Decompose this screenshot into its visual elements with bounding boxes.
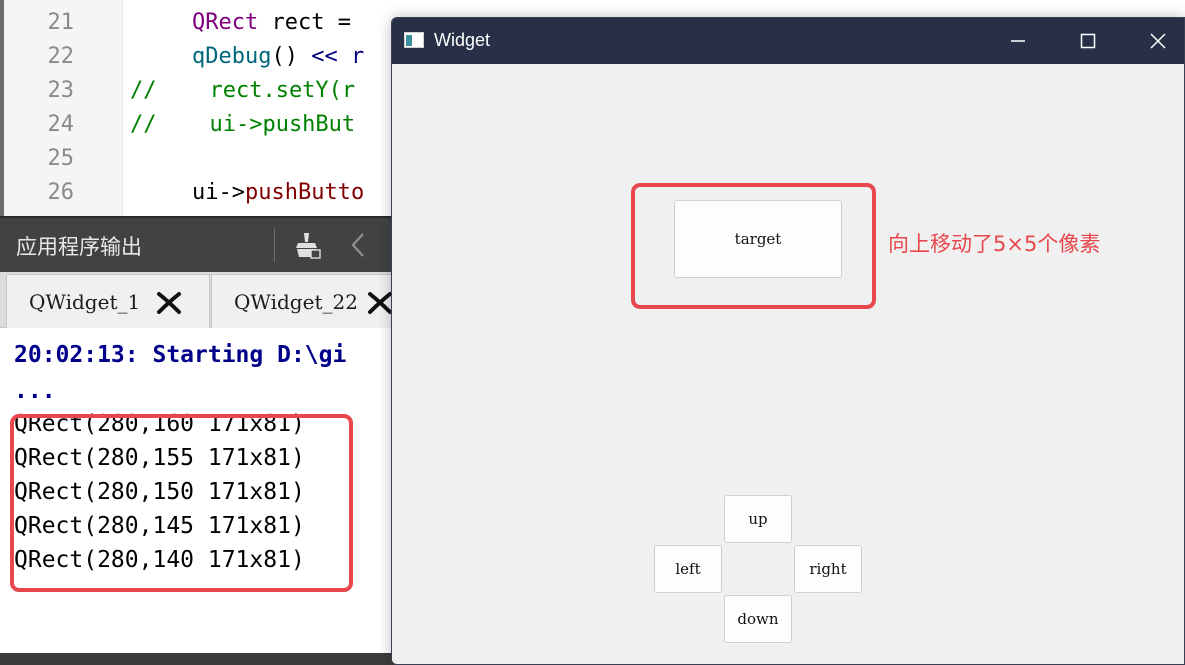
code-editor[interactable]: 21 22 23 24 25 26 QRect rect = qDebug() … — [0, 0, 400, 216]
up-button[interactable]: up — [724, 495, 792, 543]
app-window-icon — [404, 32, 424, 48]
close-button[interactable] — [1123, 18, 1184, 64]
output-line: QRect(280,150 171x81) — [14, 479, 305, 505]
code-member: pushButto — [244, 180, 365, 205]
close-icon — [1150, 33, 1166, 49]
code-text: () — [271, 44, 312, 69]
widget-client-area: target 向上移动了5×5个像素 up left right down — [392, 64, 1184, 664]
down-button[interactable]: down — [724, 595, 792, 643]
output-line: ... — [14, 378, 56, 404]
editor-edge-bar — [0, 0, 4, 216]
output-tab-qwidget-1[interactable]: QWidget_1 — [6, 274, 210, 328]
output-line: QRect(280,155 171x81) — [14, 445, 305, 471]
code-text: r — [337, 44, 365, 69]
output-tab-bar: QWidget_1 QWidget_22 — [0, 272, 411, 328]
window-title: Widget — [434, 30, 491, 50]
chevron-left-icon[interactable] — [346, 230, 370, 260]
line-number-gutter: 21 22 23 24 25 26 — [0, 0, 123, 216]
output-tab-qwidget-22[interactable]: QWidget_22 — [211, 274, 411, 328]
line-number: 24 — [47, 112, 75, 137]
line-number: 23 — [47, 78, 75, 103]
target-button[interactable]: target — [674, 200, 842, 278]
minimize-icon — [1011, 40, 1025, 42]
output-pane-header: 应用程序输出 — [0, 216, 400, 272]
maximize-button[interactable] — [1053, 18, 1123, 64]
status-strip — [0, 653, 400, 665]
close-icon[interactable] — [366, 289, 394, 317]
code-operator: << — [311, 44, 338, 69]
line-number: 21 — [47, 10, 75, 35]
output-line: QRect(280,140 171x81) — [14, 547, 305, 573]
code-line: QRect rect = — [192, 10, 364, 35]
target-highlight-box — [631, 183, 876, 309]
code-text: rect = — [258, 10, 365, 35]
output-line: QRect(280,145 171x81) — [14, 513, 305, 539]
code-text: ui-> — [192, 180, 245, 205]
code-line: qDebug() << r — [192, 44, 364, 69]
right-button[interactable]: right — [794, 545, 862, 593]
left-button[interactable]: left — [654, 545, 722, 593]
output-console[interactable]: 20:02:13: Starting D:\gi ... QRect(280,1… — [0, 328, 400, 653]
close-icon[interactable] — [155, 289, 183, 317]
code-comment-line: // ui->pushBut — [130, 112, 356, 137]
toolbar-separator — [274, 228, 275, 262]
annotation-text: 向上移动了5×5个像素 — [888, 232, 1101, 256]
output-line: 20:02:13: Starting D:\gi — [14, 342, 347, 368]
line-number: 25 — [47, 146, 75, 171]
line-number: 22 — [47, 44, 75, 69]
clear-output-icon[interactable] — [292, 230, 322, 260]
window-titlebar[interactable]: Widget — [392, 18, 1184, 64]
line-number: 26 — [47, 180, 75, 205]
code-function: qDebug — [192, 44, 272, 69]
tab-label: QWidget_1 — [29, 290, 141, 314]
tab-label: QWidget_22 — [234, 290, 358, 314]
code-comment-line: // rect.setY(r — [130, 78, 356, 103]
output-highlight-box — [10, 414, 353, 592]
maximize-icon — [1080, 33, 1096, 49]
code-line: ui->pushButto — [192, 180, 364, 205]
code-type: QRect — [192, 10, 259, 35]
output-pane-title: 应用程序输出 — [16, 235, 142, 259]
widget-window: Widget target 向上移动了5×5个像素 up left right … — [391, 17, 1185, 665]
minimize-button[interactable] — [983, 18, 1053, 64]
